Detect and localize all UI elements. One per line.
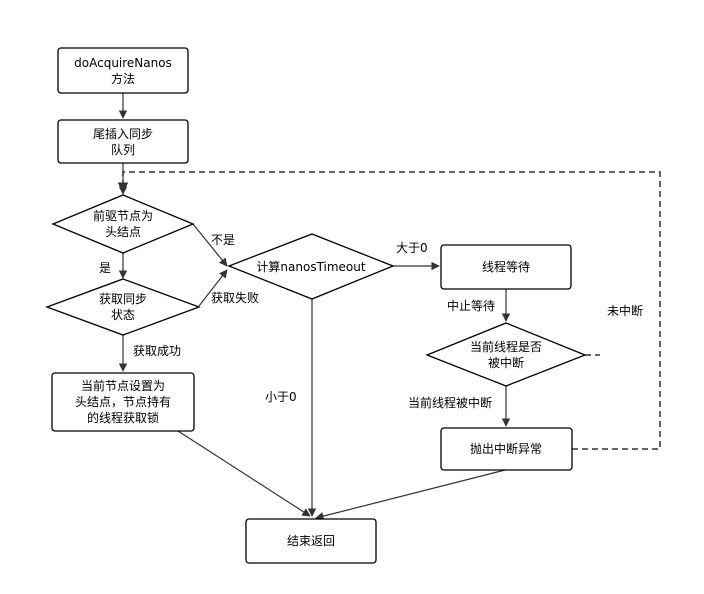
label-yes: 是: [99, 261, 111, 275]
node-calc-timeout-line1: 计算nanosTimeout: [256, 259, 365, 274]
node-calc-timeout: 计算nanosTimeout: [227, 233, 395, 300]
node-is-interrupted: 当前线程是否 被中断: [425, 322, 587, 387]
label-greater-than-zero: 大于0: [396, 241, 428, 255]
edge-throw-to-end: [315, 469, 506, 521]
label-acquire-fail: 获取失败: [211, 290, 259, 305]
edges: [117, 93, 661, 521]
node-start-line1: doAcquireNanos: [74, 56, 172, 70]
edge-labels: 不是 是 获取失败 获取成功 大于0 小于0 中止等待 未中断 当前线程被中断: [99, 233, 643, 410]
node-end-line1: 结束返回: [287, 534, 335, 548]
node-enqueue-line2: 队列: [111, 142, 135, 157]
node-pred-is-head-line1: 前驱节点为: [93, 208, 153, 223]
label-stop-wait: 中止等待: [447, 298, 495, 313]
node-set-head: 当前节点设置为 头结点，节点持有 的线程获取锁: [51, 372, 195, 432]
edge-pred-not-to-calc: [192, 223, 228, 267]
label-acquire-success: 获取成功: [133, 344, 181, 358]
node-set-head-line2: 头结点，节点持有: [75, 394, 171, 409]
node-enqueue-line1: 尾插入同步: [93, 127, 153, 141]
label-not-interrupted: 未中断: [607, 303, 643, 318]
edge-sethead-to-end: [177, 430, 311, 517]
edge-not-interrupted-loop: [117, 171, 661, 450]
node-thread-wait: 线程等待: [440, 244, 572, 290]
node-throw-interrupt-line1: 抛出中断异常: [470, 441, 542, 456]
node-acquire-state-line1: 获取同步: [99, 292, 147, 306]
node-set-head-line1: 当前节点设置为: [81, 378, 165, 393]
node-is-interrupted-line2: 被中断: [488, 355, 524, 370]
node-set-head-line3: 的线程获取锁: [87, 410, 159, 425]
node-end: 结束返回: [245, 518, 377, 564]
node-pred-is-head: 前驱节点为 头结点: [51, 194, 195, 254]
node-throw-interrupt: 抛出中断异常: [440, 427, 573, 471]
node-enqueue: 尾插入同步 队列: [57, 119, 189, 164]
label-interrupted: 当前线程被中断: [408, 395, 492, 410]
node-thread-wait-line1: 线程等待: [482, 259, 530, 274]
node-acquire-state: 获取同步 状态: [45, 278, 201, 336]
node-start: doAcquireNanos 方法: [57, 47, 189, 94]
edge-acquire-fail-to-calc: [198, 269, 228, 307]
node-pred-is-head-line2: 头结点: [105, 225, 141, 239]
label-not-head: 不是: [211, 233, 235, 247]
label-less-than-zero: 小于0: [265, 390, 297, 404]
node-is-interrupted-line1: 当前线程是否: [470, 339, 542, 354]
node-start-line2: 方法: [111, 71, 135, 86]
node-acquire-state-line2: 状态: [111, 308, 135, 322]
